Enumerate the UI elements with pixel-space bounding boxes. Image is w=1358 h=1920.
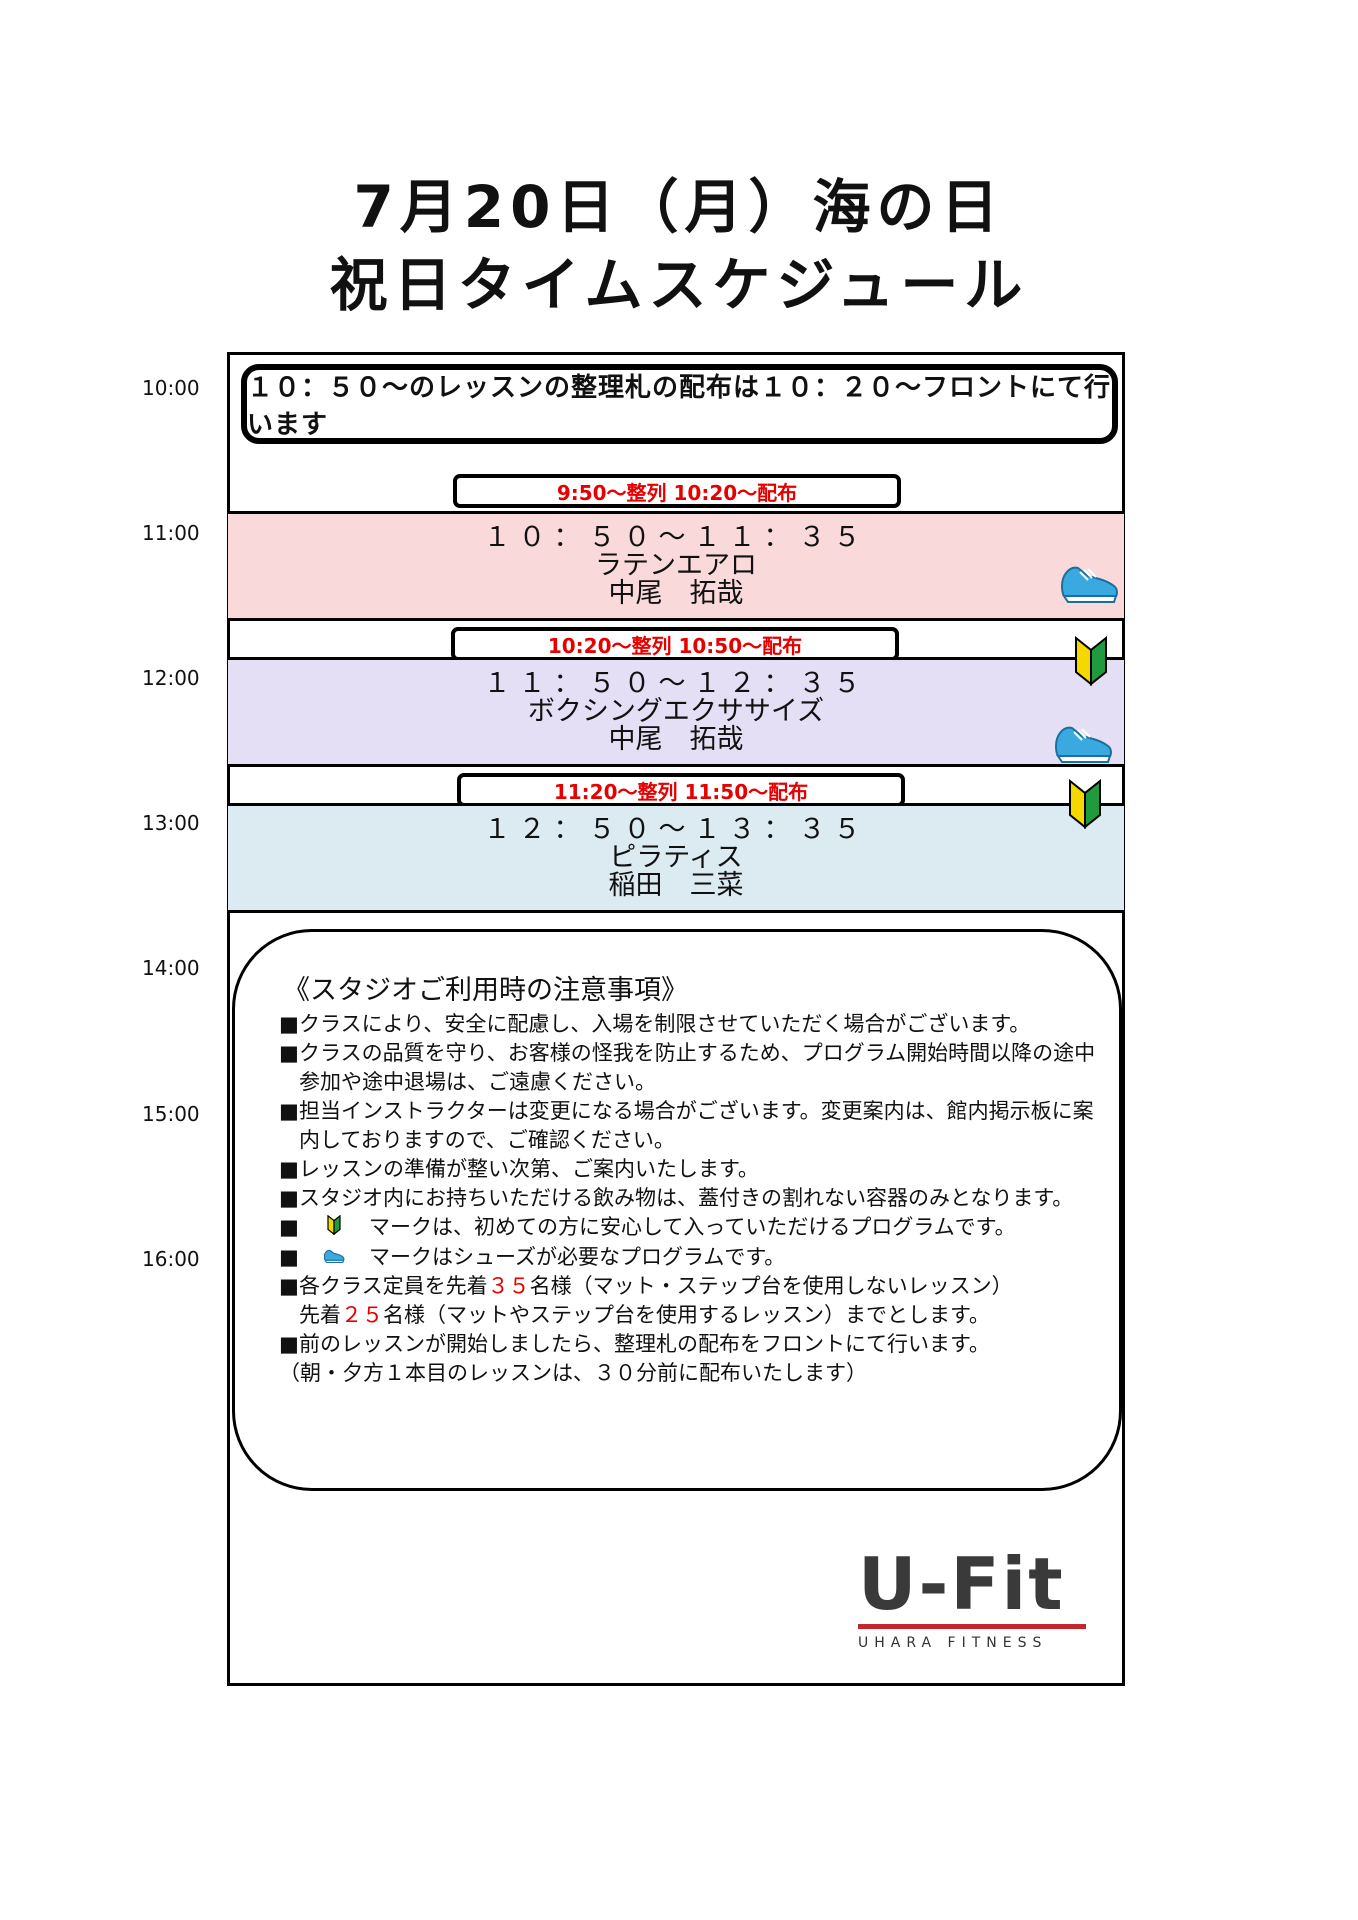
beginner-mark-icon	[299, 1214, 369, 1243]
lesson-instructor: 中尾 拓哉	[608, 724, 744, 755]
lesson-name: ボクシングエクササイズ	[527, 696, 825, 727]
beginner-mark-icon	[1074, 635, 1108, 690]
schedule-frame	[227, 352, 1125, 1686]
logo-accent-bar	[858, 1624, 1086, 1629]
lesson-instructor: 稲田 三菜	[608, 870, 744, 901]
lesson-block: １０：５０～１１：３５ ラテンエアロ 中尾 拓哉	[228, 511, 1124, 621]
lesson-name: ピラティス	[609, 842, 743, 873]
queue-info-pill: 9:50～整列 10:20～配布	[453, 474, 901, 508]
queue-info-pill: 10:20～整列 10:50～配布	[451, 627, 899, 661]
queue-info-pill: 11:20～整列 11:50～配布	[457, 773, 905, 807]
note-legend-shoe: マークはシューズが必要なプログラムです。	[279, 1243, 1099, 1273]
studio-notes-box: 《スタジオご利用時の注意事項》 クラスにより、安全に配慮し、入場を制限させていた…	[232, 929, 1122, 1491]
logo-main-text: U-Fit	[858, 1542, 1065, 1626]
note-item: クラスにより、安全に配慮し、入場を制限させていただく場合がございます。	[279, 1010, 1099, 1039]
note-legend-beginner: マークは、初めての方に安心して入っていただけるプログラムです。	[279, 1213, 1099, 1243]
notes-title: 《スタジオご利用時の注意事項》	[283, 975, 688, 1006]
page-title-line2: 祝日タイムスケジュール	[329, 251, 1029, 319]
note-ticket: 前のレッスンが開始しましたら、整理札の配布をフロントにて行います。	[279, 1330, 1099, 1359]
note-ticket-sub: （朝・夕方１本目のレッスンは、３０分前に配布いたします）	[279, 1361, 867, 1385]
time-label: 13:00	[142, 811, 200, 835]
shoe-icon	[1058, 556, 1120, 610]
time-label: 10:00	[142, 376, 200, 400]
lesson-instructor: 中尾 拓哉	[608, 578, 744, 609]
queue-info-text: 11:20～整列 11:50～配布	[553, 779, 809, 804]
page-title-line1: 7月20日（月）海の日	[353, 173, 1005, 241]
lesson-block: １１：５０～１２：３５ ボクシングエクササイズ 中尾 拓哉	[228, 657, 1124, 767]
queue-info-text: 10:20～整列 10:50～配布	[547, 633, 803, 658]
ufit-logo: U-Fit UHARA FITNESS	[858, 1546, 1088, 1651]
note-item: 担当インストラクターは変更になる場合がございます。変更案内は、館内掲示板に案内し…	[279, 1097, 1099, 1155]
queue-info-text: 9:50～整列 10:20～配布	[556, 480, 798, 505]
ticket-notice-text: １０：５０～のレッスンの整理札の配布は１０：２０～フロントにて行います	[247, 373, 1112, 440]
beginner-mark-icon	[1068, 778, 1102, 833]
note-capacity: 各クラス定員を先着３５名様（マット・ステップ台を使用しないレッスン） 先着２５名…	[279, 1272, 1099, 1330]
ticket-notice: １０：５０～のレッスンの整理札の配布は１０：２０～フロントにて行います	[241, 364, 1118, 444]
lesson-name: ラテンエアロ	[595, 550, 757, 581]
lesson-time: １１：５０～１２：３５	[483, 668, 869, 699]
time-label: 16:00	[142, 1247, 200, 1271]
note-item: スタジオ内にお持ちいただける飲み物は、蓋付きの割れない容器のみとなります。	[279, 1184, 1099, 1213]
notes-list: クラスにより、安全に配慮し、入場を制限させていただく場合がございます。 クラスの…	[279, 1010, 1099, 1388]
time-label: 15:00	[142, 1102, 200, 1126]
shoe-icon	[1052, 716, 1114, 770]
note-item: レッスンの準備が整い次第、ご案内いたします。	[279, 1155, 1099, 1184]
time-label: 11:00	[142, 521, 200, 545]
lesson-time: １２：５０～１３：３５	[483, 814, 869, 845]
lesson-time: １０：５０～１１：３５	[483, 522, 869, 553]
lesson-block: １２：５０～１３：３５ ピラティス 稲田 三菜	[228, 803, 1124, 913]
shoe-icon	[299, 1243, 369, 1272]
note-item: クラスの品質を守り、お客様の怪我を防止するため、プログラム開始時間以降の途中参加…	[279, 1039, 1099, 1097]
time-label: 12:00	[142, 666, 200, 690]
logo-subtitle: UHARA FITNESS	[858, 1635, 1048, 1651]
time-label: 14:00	[142, 956, 200, 980]
